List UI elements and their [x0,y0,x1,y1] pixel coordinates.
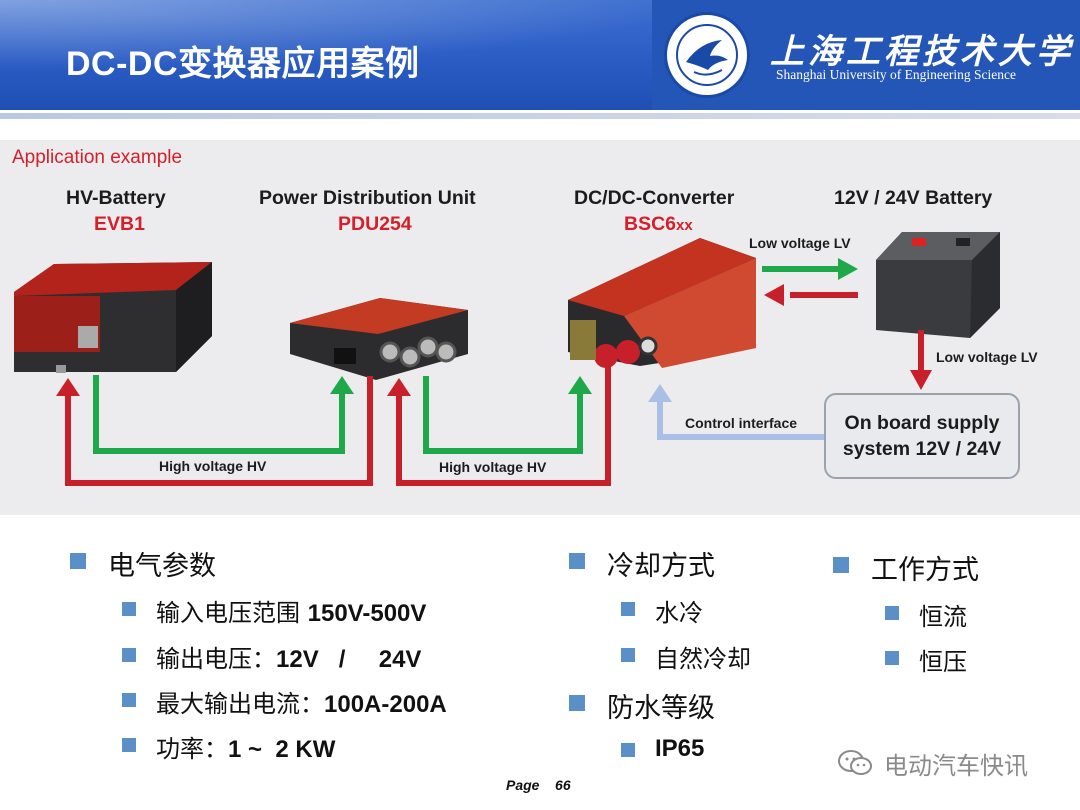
lv-battery-title: 12V / 24V Battery [834,187,993,209]
hv-battery-title: HV-Battery [66,187,166,209]
bullet-square [122,693,136,707]
list-item: 最大输出电流：100A-200A [122,684,447,719]
slide-title: DC-DC变换器应用案例 [66,45,420,83]
waterproof-heading: 防水等级 [569,686,715,725]
bullet-text: 工作方式 [871,555,979,586]
bullet-square [569,553,585,569]
bullet-square [621,602,635,616]
item-label: 恒压 [919,648,967,676]
onboard-supply-box: On board supply system 12V / 24V [824,393,1020,479]
bullet-square [122,602,136,616]
lv-label-down: Low voltage LV [936,349,1038,365]
hv-battery-code: EVB1 [94,213,145,235]
item-value: IP65 [655,735,705,762]
wechat-icon [838,750,872,775]
list-item: 功率：1 ~ 2 KW [122,729,336,764]
page-label: Page [506,777,540,793]
university-name-cn: 上海工程技术大学 [770,32,1074,72]
list-item: IP65 [621,734,705,763]
bullet-square [885,651,899,665]
dcdc-code-base: BSC6 [624,213,677,235]
bullet-text: 防水等级 [607,693,715,724]
item-label: 恒流 [919,603,967,631]
item-value: 150V-500V [307,600,427,627]
university-logo [664,12,750,98]
bird-icon [686,40,728,76]
pdu-title: Power Distribution Unit [259,187,476,209]
bullet-square [885,606,899,620]
bullet-text: 电气参数 [108,551,216,582]
list-item: 自然冷却 [621,639,751,674]
list-item: 输出电压：12V / 24V [122,639,422,674]
page-number: Page 66 [506,777,571,793]
bullet-square [569,695,585,711]
item-label: 输入电压范围 [156,599,308,627]
hv-label-left: High voltage HV [159,458,267,474]
header-divider [0,113,1080,119]
item-value: 12V / 24V [276,646,422,673]
hv-battery-device [14,262,212,373]
item-value: 100A-200A [324,691,447,718]
bullet-square [70,553,86,569]
dcdc-code: BSC6xx [624,213,693,236]
supply-line-1: On board supply [844,412,1000,434]
control-interface-label: Control interface [685,415,798,431]
page-number-value: 66 [555,777,571,793]
dcdc-title: DC/DC-Converter [574,187,735,209]
item-label: 输出电压： [156,645,276,673]
bullet-square [621,743,635,757]
application-example-heading: Application example [12,147,183,168]
slide-header: DC-DC变换器应用案例 上海工程技术大学 Shanghai Universit… [0,0,1080,110]
diagram-graphics [14,232,1000,486]
hv-label-right: High voltage HV [439,459,547,475]
electrical-params-heading: 电气参数 [70,544,216,583]
list-item: 恒压 [885,642,967,677]
pdu-device [290,298,468,380]
bullet-square [621,648,635,662]
lv-battery-device [876,232,1000,338]
item-label: 最大输出电流： [156,690,324,718]
operation-mode-heading: 工作方式 [833,548,979,587]
item-label: 自然冷却 [655,645,751,673]
bullet-square [122,738,136,752]
list-item: 输入电压范围 150V-500V [122,593,427,628]
cooling-heading: 冷却方式 [569,544,715,583]
supply-line-2: system 12V / 24V [842,438,1002,460]
item-label: 水冷 [655,599,703,627]
university-name-en: Shanghai University of Engineering Scien… [776,67,1016,82]
list-item: 水冷 [621,593,703,628]
dcdc-code-suffix: xx [676,217,693,234]
logo-ring [676,24,738,86]
application-diagram: Application example HV-Battery EVB1 Powe… [0,140,1080,515]
bullet-square [833,557,849,573]
dcdc-converter-device [568,238,756,368]
item-value: 1 ~ 2 KW [228,736,336,763]
pdu-code: PDU254 [338,213,412,235]
lv-label-top: Low voltage LV [749,235,851,251]
watermark-text: 电动汽车快讯 [884,752,1028,780]
item-label: 功率： [156,735,228,763]
list-item: 恒流 [885,597,967,632]
bullet-text: 冷却方式 [607,551,715,582]
bullet-square [122,648,136,662]
